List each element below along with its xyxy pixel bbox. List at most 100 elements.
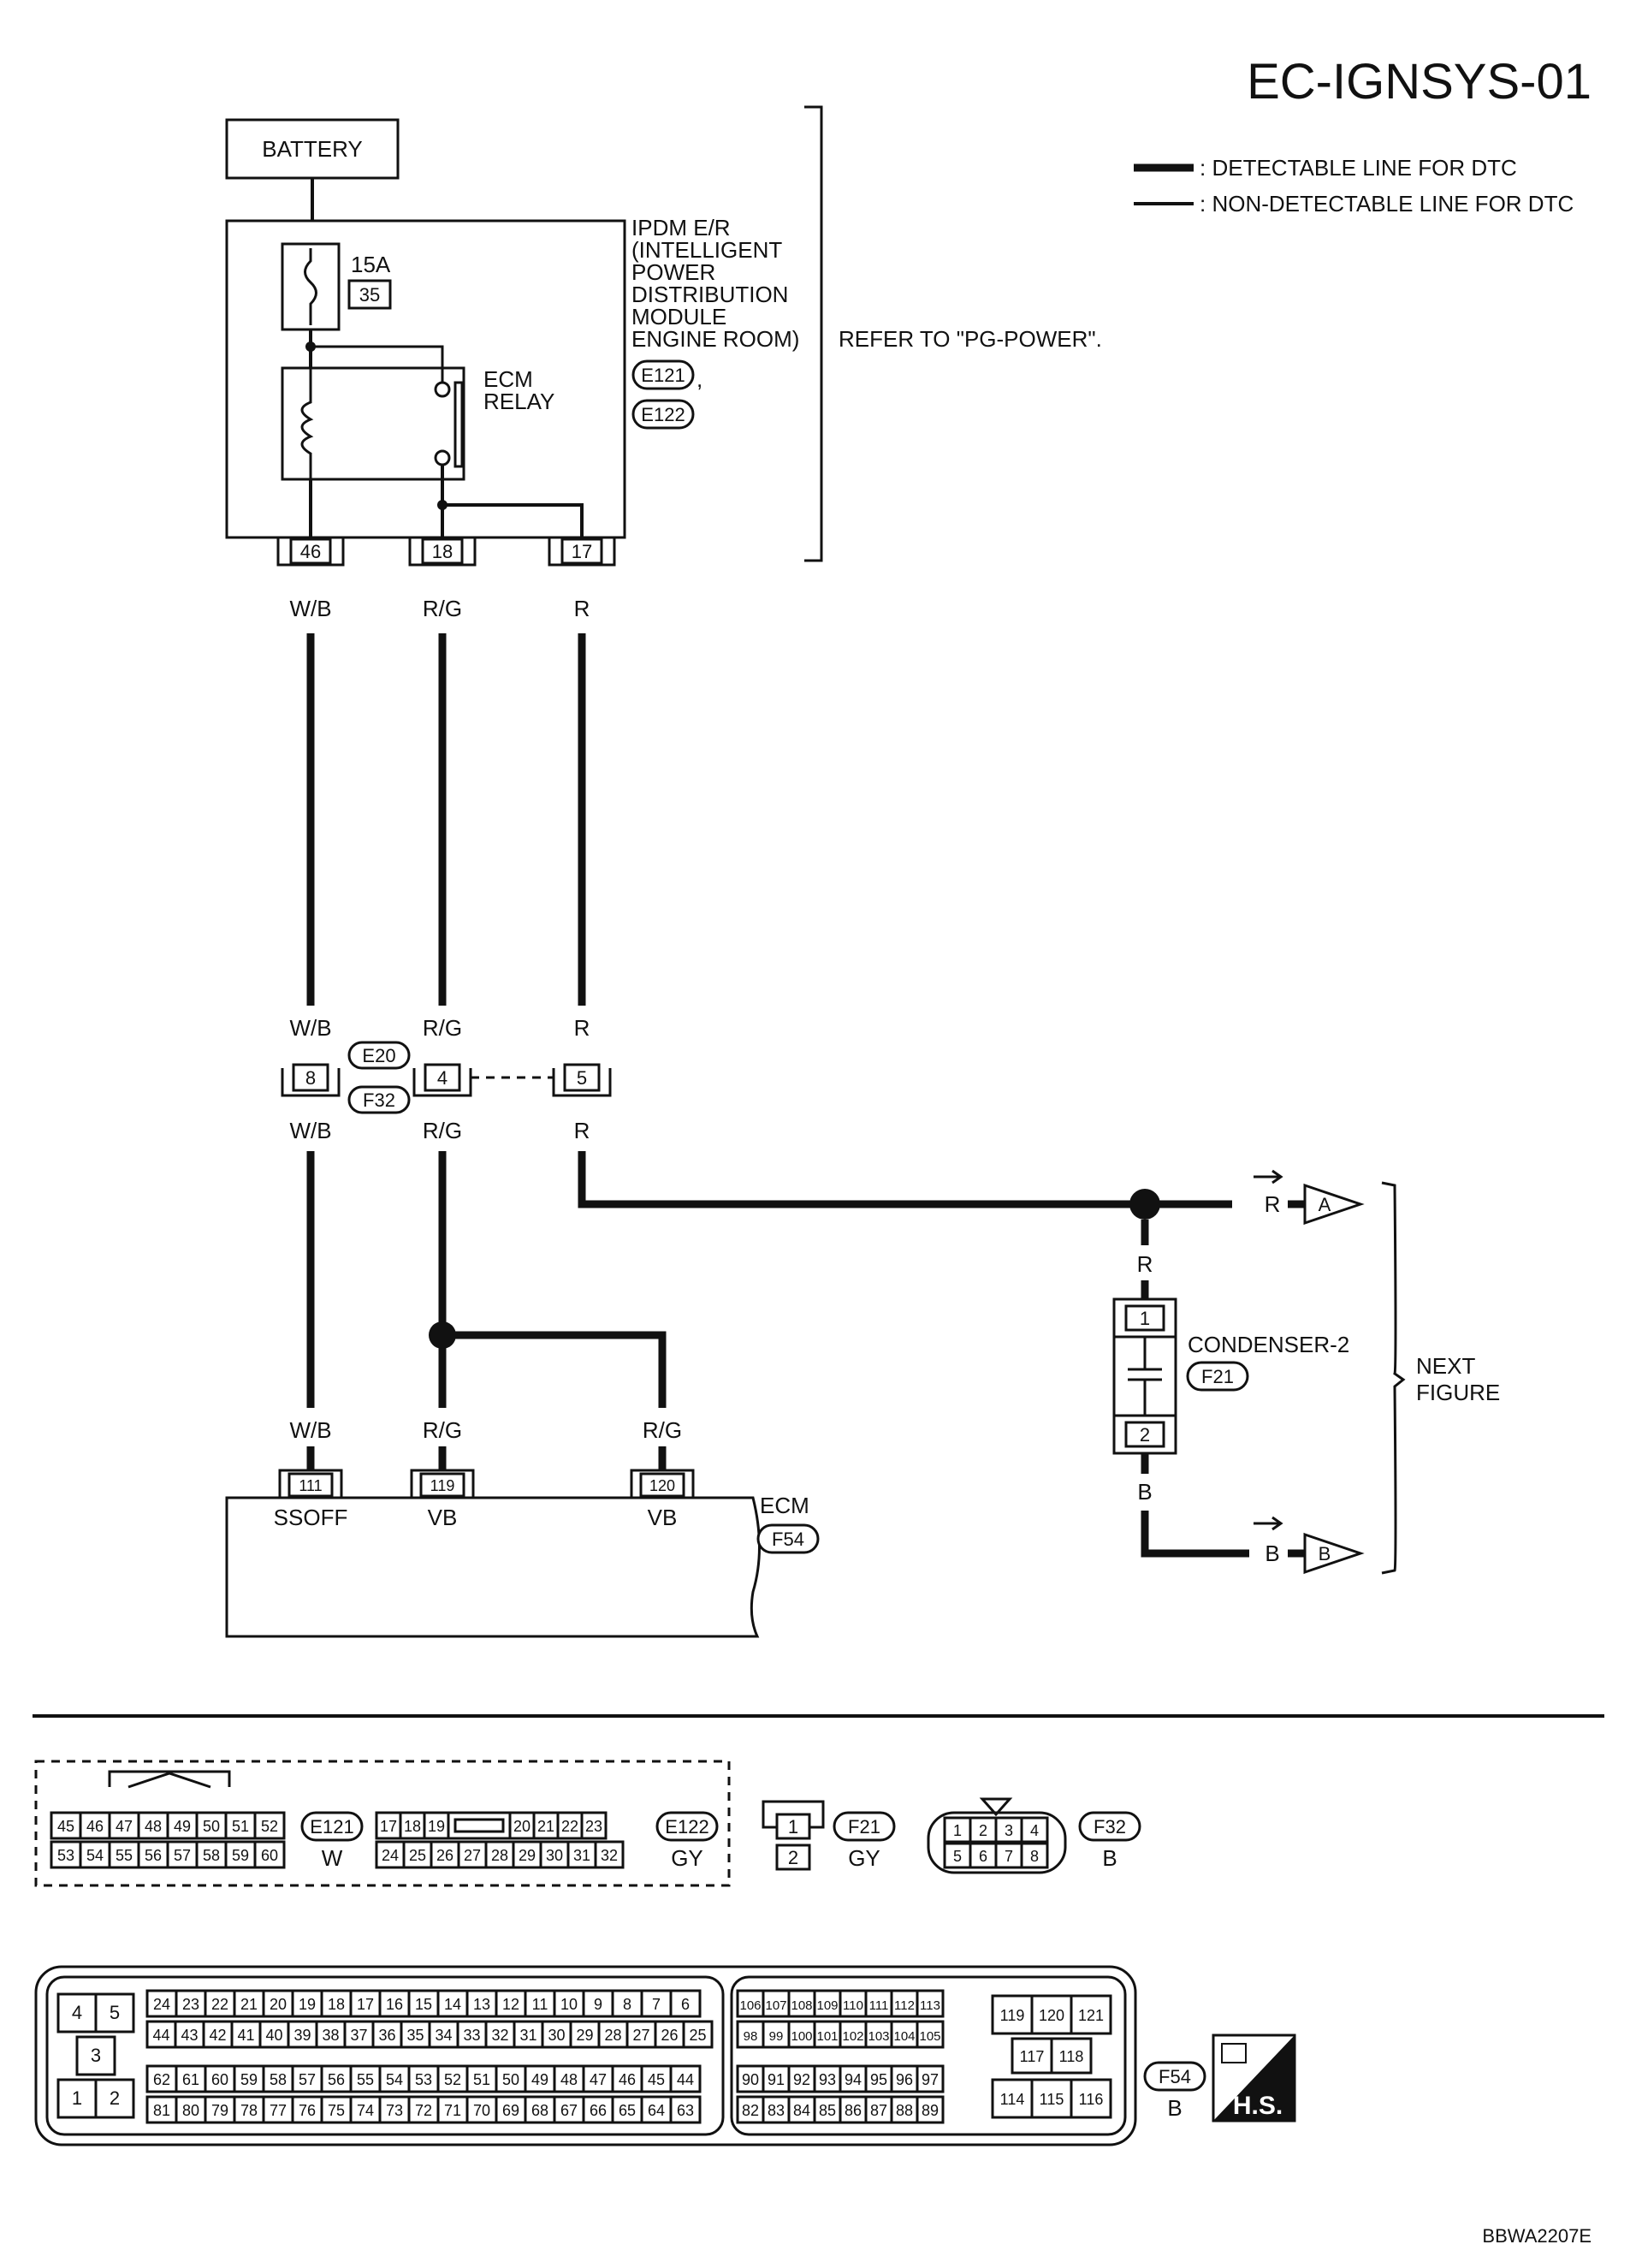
ecm-connector: F54 — [772, 1529, 804, 1550]
f54-r2-pin-41: 41 — [237, 2027, 254, 2044]
f32-pin-7: 7 — [1005, 1848, 1013, 1865]
f32-latch — [979, 1797, 1013, 1817]
f54-m1-pin-111: 111 — [869, 1998, 889, 2013]
battery-box — [225, 118, 400, 180]
wire-color-rg-5: R/G — [643, 1417, 682, 1443]
f54-r4-pin-65: 65 — [619, 2102, 636, 2119]
e122-pin-27: 27 — [464, 1847, 481, 1864]
f54-m4-pin-85-cell — [813, 2095, 842, 2124]
f54-r1-pin-14-cell — [436, 1989, 469, 2018]
e122-pin-28: 28 — [491, 1847, 508, 1864]
e122-pin-17: 17 — [380, 1818, 397, 1835]
e122-pin-29: 29 — [519, 1847, 536, 1864]
f54-r2-pin-37-cell — [343, 2020, 375, 2049]
e122-pin-18: 18 — [404, 1818, 421, 1835]
f54-r4-pin-72-cell — [407, 2095, 440, 2124]
condenser-pin-1: 1 — [1140, 1308, 1150, 1329]
f21-id: F21 — [848, 1816, 880, 1838]
f32-pin-3: 3 — [1005, 1822, 1013, 1839]
e121-pin-57: 57 — [174, 1847, 191, 1864]
f54-r4-pin-71: 71 — [444, 2102, 461, 2119]
e122-color: GY — [671, 1845, 703, 1871]
f54-m4-pin-82: 82 — [742, 2102, 759, 2119]
e121-pin-47: 47 — [116, 1818, 133, 1835]
f32-pin-2-cell — [969, 1816, 998, 1843]
e121-color: W — [322, 1845, 343, 1871]
wire-color-wb-3: W/B — [289, 1118, 331, 1143]
f54-r3-pin-57-cell — [291, 2064, 323, 2093]
f54-m2-pin-99: 99 — [769, 2029, 784, 2044]
ecm-name: ECM — [760, 1493, 809, 1518]
fuse-number: 35 — [359, 284, 380, 306]
f54-r4-pin-63-cell — [669, 2095, 702, 2124]
f54-r3-pin-61-cell — [175, 2064, 207, 2093]
e121-pin-54: 54 — [86, 1847, 104, 1864]
wire-color-rg-1: R/G — [423, 596, 462, 621]
f54-r1-pin-16: 16 — [386, 1996, 403, 2013]
f32-id: F32 — [1094, 1816, 1126, 1838]
e122-pin-31: 31 — [573, 1847, 590, 1864]
f54-m4-pin-82-cell — [736, 2095, 765, 2124]
f54-r4-pin-74-cell — [349, 2095, 382, 2124]
e121-pin-46-cell — [79, 1811, 111, 1840]
f54-r1-pin-8: 8 — [623, 1996, 631, 2013]
e121-pin-47-cell — [108, 1811, 140, 1840]
wire-color-r-cond: R — [1137, 1251, 1153, 1277]
ipdm-label: IPDM E/R (INTELLIGENT POWER DISTRIBUTION… — [631, 215, 799, 430]
f54-r2-pin-42: 42 — [209, 2027, 226, 2044]
f54-pin-2: 2 — [110, 2087, 120, 2109]
f54-r3-pin-62: 62 — [153, 2071, 170, 2088]
joint-connector-f32: F32 — [363, 1089, 395, 1111]
e122-pin-26: 26 — [436, 1847, 453, 1864]
f54-r3-pin-57: 57 — [299, 2071, 316, 2088]
f54-r4-pin-75-cell — [320, 2095, 353, 2124]
e122-pin-30: 30 — [546, 1847, 563, 1864]
next-figure-line-1: NEXT — [1416, 1353, 1475, 1379]
e121-badge — [300, 1811, 364, 1842]
f54-r4-pin-75: 75 — [328, 2102, 345, 2119]
e122-badge — [655, 1811, 719, 1842]
f54-r2-pin-29: 29 — [576, 2027, 593, 2044]
f54-r2-pin-44: 44 — [152, 2027, 169, 2044]
e122-pin-23: 23 — [585, 1818, 602, 1835]
f54-r3-pin-52: 52 — [444, 2071, 461, 2088]
e121-latch — [108, 1770, 231, 1789]
joint-pin-4-label: 4 — [437, 1067, 448, 1089]
e122-id: E122 — [665, 1816, 708, 1838]
ipdm-label-4: DISTRIBUTION — [631, 282, 788, 307]
diagram-code: BBWA2207E — [1482, 2225, 1592, 2247]
f54-r3-pin-49: 49 — [531, 2071, 548, 2088]
f54-m1-pin-106: 106 — [739, 1998, 761, 2013]
e122-pin-28-cell — [484, 1840, 515, 1869]
f54-r3-pin-58-cell — [262, 2064, 294, 2093]
condenser-symbol — [1128, 1337, 1162, 1416]
f54-r2-pin-27: 27 — [632, 2027, 649, 2044]
legend-non-detectable-label: : NON-DETECTABLE LINE FOR DTC — [1200, 191, 1574, 217]
f54-m3-pin-95: 95 — [870, 2071, 887, 2088]
f54-r3-pin-51: 51 — [473, 2071, 490, 2088]
e122-pin-24-cell — [375, 1840, 406, 1869]
f54-m4-pin-87: 87 — [870, 2102, 887, 2119]
f54-m2-pin-103: 103 — [868, 2029, 889, 2044]
f54-rb-pin-116-cell — [1070, 2078, 1112, 2119]
e121-pin-51: 51 — [232, 1818, 249, 1835]
f54-m2-pin-105: 105 — [919, 2029, 940, 2044]
f32-pin-6-cell — [969, 1842, 998, 1869]
f54-rm-pin-118-cell — [1050, 2037, 1093, 2075]
f54-m1-pin-108-cell — [787, 1989, 816, 2018]
f54-pin-5: 5 — [110, 2002, 120, 2023]
f54-rb-pin-116: 116 — [1079, 2091, 1104, 2108]
f54-r3-pin-61: 61 — [182, 2071, 199, 2088]
f54-r1-pin-20: 20 — [270, 1996, 287, 2013]
next-figure-bracket — [1381, 1181, 1406, 1575]
f54-pin-4: 4 — [72, 2002, 82, 2023]
f54-r4-pin-64: 64 — [648, 2102, 665, 2119]
e121-pin-46: 46 — [86, 1818, 104, 1835]
relay-box — [281, 366, 465, 481]
ecm-pin-111-label: 111 — [299, 1477, 322, 1494]
f32-pin-5: 5 — [953, 1848, 962, 1865]
wire-color-wb-2: W/B — [289, 1015, 331, 1041]
ipdm-pin-18: 18 — [408, 537, 477, 567]
e121-pin-55: 55 — [116, 1847, 133, 1864]
